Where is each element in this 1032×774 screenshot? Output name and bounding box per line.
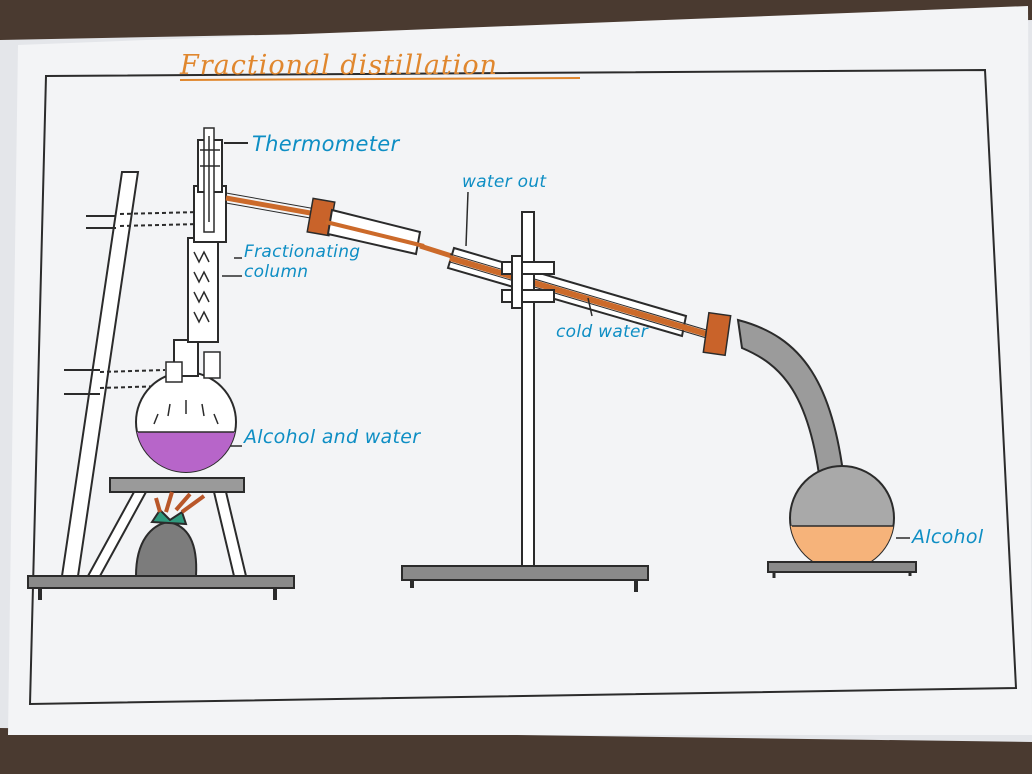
column-label: column (244, 262, 309, 282)
thermometer (200, 127, 248, 233)
tripod-top (109, 477, 245, 493)
thermometer-label: Thermometer (252, 132, 400, 156)
cold-water-label: cold water (556, 322, 649, 342)
burner (134, 491, 206, 577)
fractionating-label: Fractionating (244, 242, 361, 262)
middle-stand-base (401, 565, 649, 581)
receiving-flask (767, 465, 917, 578)
stopper-2 (702, 311, 732, 357)
water-out-label: water out (462, 172, 547, 192)
flame-tips (154, 491, 206, 514)
delivery-tube (225, 195, 317, 217)
tripod-stand (86, 477, 248, 577)
cold-water-leader (587, 297, 593, 317)
middle-retort-stand (401, 211, 649, 592)
condenser-inner-tube (449, 255, 721, 341)
receiver-base (767, 561, 917, 573)
stand-base (27, 575, 295, 589)
page-border (28, 68, 1018, 706)
alcohol-label: Alcohol (912, 526, 984, 548)
paper-sheet (8, 6, 1032, 735)
alcohol-water-label: Alcohol and water (244, 426, 421, 448)
diagram-title: Fractional distillation (180, 50, 499, 81)
flask-neck (173, 339, 199, 377)
water-out-leader (465, 191, 469, 247)
title-underline (179, 77, 581, 81)
